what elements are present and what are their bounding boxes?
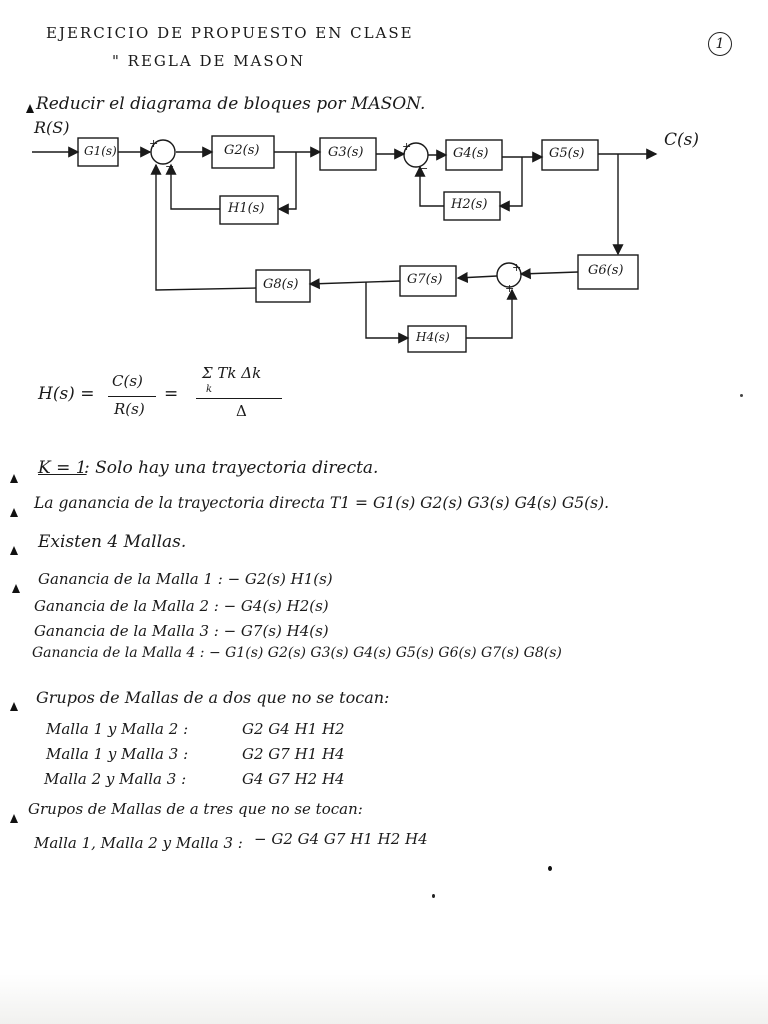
block-h2: H2(s) [451,197,488,212]
ink-speck [548,866,552,871]
pair2-value: G2 G7 H1 H4 [242,745,345,763]
page-number: 1 [708,32,732,56]
block-g6: G6(s) [588,263,624,278]
block-g5: G5(s) [549,146,585,161]
pair3-label: Malla 2 y Malla 3 : [44,770,187,788]
svg-text:+: + [402,140,411,153]
block-g3: G3(s) [328,145,364,160]
ink-speck [432,894,435,898]
formula-sum-sub: k [206,384,213,395]
svg-text:−: − [165,160,174,173]
formula-sum-bar [196,398,282,399]
loops-exist-line: Existen 4 Mallas. [38,532,187,552]
title-line-1: EJERCICIO DE PROPUESTO EN CLASE [46,24,414,42]
bullet-icon [10,546,18,555]
formula-fraction-bar [108,396,156,397]
bullet-icon [10,508,18,517]
bullet-icon [10,814,18,823]
loop3-gain: Ganancia de la Malla 3 : − G7(s) H4(s) [34,622,329,640]
block-h1: H1(s) [228,201,265,216]
formula-sum-den: Δ [236,402,247,420]
triple-label: Malla 1, Malla 2 y Malla 3 : [34,834,243,852]
svg-text:+: + [149,137,158,150]
path-gain-line: La ganancia de la trayectoria directa T1… [34,494,610,512]
bullet-icon [12,584,20,593]
triples-title: Grupos de Mallas de a tres que no se toc… [28,800,363,818]
bullet-icon [26,104,34,113]
ink-speck [740,394,743,397]
block-g1: G1(s) [84,144,117,158]
block-diagram: + − + − + + [32,135,658,353]
loop2-gain: Ganancia de la Malla 2 : − G4(s) H2(s) [34,597,329,615]
title-line-2: " REGLA DE MASON [112,52,306,70]
block-g8: G8(s) [263,277,299,292]
instruction-text: Reducir el diagrama de bloques por MASON… [36,94,426,114]
bullet-icon [10,702,18,711]
block-g7: G7(s) [407,272,443,287]
k-text: : Solo hay una trayectoria directa. [84,458,379,478]
loop4-gain: Ganancia de la Malla 4 : − G1(s) G2(s) G… [32,645,562,661]
input-label: R(S) [34,118,70,137]
svg-text:+: + [505,282,514,295]
pair3-value: G4 G7 H2 H4 [242,770,345,788]
formula-num: C(s) [112,372,143,390]
block-g4: G4(s) [453,146,489,161]
loop1-gain: Ganancia de la Malla 1 : − G2(s) H1(s) [38,570,333,588]
pairs-title: Grupos de Mallas de a dos que no se toca… [36,688,390,707]
block-h4: H4(s) [416,330,450,344]
formula-den: R(s) [114,400,145,418]
k-label: K = 1 [38,458,87,478]
bullet-icon [10,474,18,483]
pair1-value: G2 G4 H1 H2 [242,720,345,738]
block-g2: G2(s) [224,143,260,158]
pair2-label: Malla 1 y Malla 3 : [46,745,189,763]
formula-lhs: H(s) = [38,384,95,404]
formula-sum-num: Σ Tk Δk [202,364,262,382]
triple-value: − G2 G4 G7 H1 H2 H4 [254,830,428,848]
output-label: C(s) [664,130,699,150]
pair1-label: Malla 1 y Malla 2 : [46,720,189,738]
svg-text:+: + [512,261,521,274]
svg-text:−: − [419,162,428,175]
formula-eq: = [164,384,179,404]
